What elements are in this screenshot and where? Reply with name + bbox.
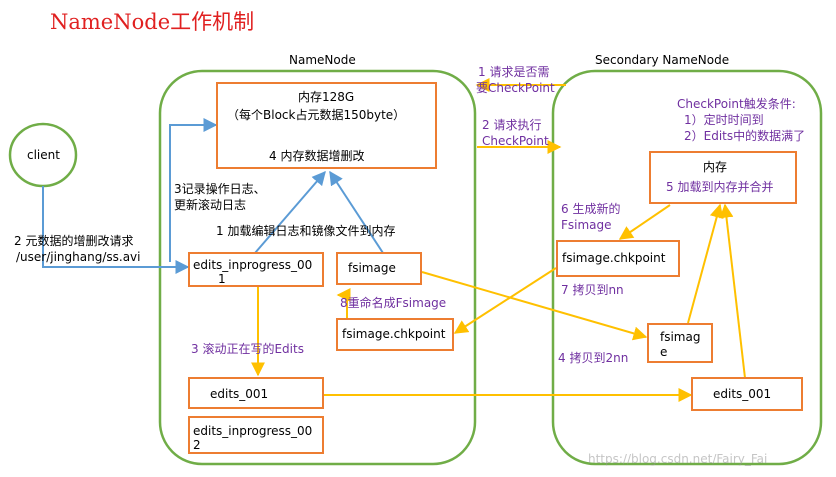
secondary-fsimage-box: fsimag e xyxy=(647,323,713,363)
namenode-edits-001-box: edits_001 xyxy=(188,377,324,409)
checkpoint-trigger-title: CheckPoint触发条件: xyxy=(677,97,796,111)
checkpoint-trigger-edits-full: 2）Edits中的数据满了 xyxy=(684,129,806,143)
namenode-fsimage-chkpoint-label: fsimage.chkpoint xyxy=(342,327,446,341)
arrow-copy-to-nn xyxy=(453,267,557,334)
secondary-edits-001-label: edits_001 xyxy=(713,387,772,401)
memory-crud-label: 4 内存数据增删改 xyxy=(269,149,365,163)
arrow-rename-fsimage xyxy=(336,288,351,318)
q2-line2: CheckPoint xyxy=(482,134,549,148)
step4-label: 4 拷贝到2nn xyxy=(558,351,629,365)
edits-inprogress-002-line2: 2 xyxy=(193,438,201,452)
secondary-namenode-label: Secondary NameNode xyxy=(595,53,730,67)
secondary-fsimage-line2: e xyxy=(660,345,668,359)
namenode-memory-box: 内存128G （每个Block占元数据150byte） 4 内存数据增删改 xyxy=(216,82,437,169)
q2-line1: 2 请求执行 xyxy=(482,118,542,132)
step6-line2: Fsimage xyxy=(561,218,612,232)
edits-inprogress-001-line2: 1 xyxy=(218,272,226,286)
memory-size: 内存128G xyxy=(298,90,355,104)
namenode-fsimage-box: fsimage xyxy=(336,252,422,285)
arrow-copy-fsimage-to-2nn xyxy=(421,271,648,341)
namenode-fsimage-label: fsimage xyxy=(348,261,396,275)
step3-log-line2: 更新滚动日志 xyxy=(174,198,247,212)
edits-inprogress-002-box: edits_inprogress_00 2 xyxy=(188,416,324,454)
secondary-memory-label: 内存 xyxy=(703,160,728,174)
checkpoint-trigger-time: 1）定时时间到 xyxy=(684,113,764,127)
edits-inprogress-001-line1: edits_inprogress_00 xyxy=(193,258,313,272)
step7-label: 7 拷贝到nn xyxy=(561,283,624,297)
q1-line1: 1 请求是否需 xyxy=(478,65,550,79)
q1-line2: 要CheckPoint xyxy=(476,81,555,95)
secondary-fsimage-chkpoint-box: fsimage.chkpoint xyxy=(556,240,680,277)
arrow-fsimage-load xyxy=(329,170,384,254)
arrow-edits-load xyxy=(254,170,326,254)
namenode-fsimage-chkpoint-box: fsimage.chkpoint xyxy=(336,318,454,351)
page-title: NameNode工作机制 xyxy=(50,10,255,34)
secondary-memory-box: 内存 5 加载到内存并合并 xyxy=(649,151,797,204)
namenode-edits-001-label: edits_001 xyxy=(210,387,269,401)
secondary-namenode-container xyxy=(551,69,823,466)
edits-inprogress-002-line1: edits_inprogress_00 xyxy=(193,424,313,438)
arrow-fsimage-to-memory xyxy=(687,203,724,324)
step3-roll-label: 3 滚动正在写的Edits xyxy=(191,342,304,356)
arrow-log-to-memory xyxy=(169,118,218,262)
secondary-fsimage-chkpoint-label: fsimage.chkpoint xyxy=(562,251,666,265)
step8-rename-label: 8重命名成Fsimage xyxy=(340,296,447,310)
secondary-merge-label: 5 加载到内存并合并 xyxy=(666,180,774,194)
step3-log-line1: 3记录操作日志、 xyxy=(174,182,266,196)
edits-inprogress-001-box: edits_inprogress_00 1 xyxy=(188,252,324,287)
client-label: client xyxy=(27,148,60,162)
step1-load-label: 1 加载编辑日志和镜像文件到内存 xyxy=(216,224,396,238)
arrow-edits-to-memory xyxy=(719,203,746,379)
arrow-client-to-edits xyxy=(42,186,190,274)
namenode-label: NameNode xyxy=(289,53,356,67)
step2-request-line2: /user/jinghang/ss.avi xyxy=(16,250,141,264)
step2-request-line1: 2 元数据的增删改请求 xyxy=(14,234,134,248)
memory-note: （每个Block占元数据150byte） xyxy=(227,108,406,122)
secondary-fsimage-line1: fsimag xyxy=(660,330,701,344)
secondary-edits-001-box: edits_001 xyxy=(691,377,803,411)
arrow-merge-to-chkpoint xyxy=(618,204,671,240)
watermark: https://blog.csdn.net/Fairy_Fai xyxy=(588,452,768,466)
step6-line1: 6 生成新的 xyxy=(561,202,621,216)
